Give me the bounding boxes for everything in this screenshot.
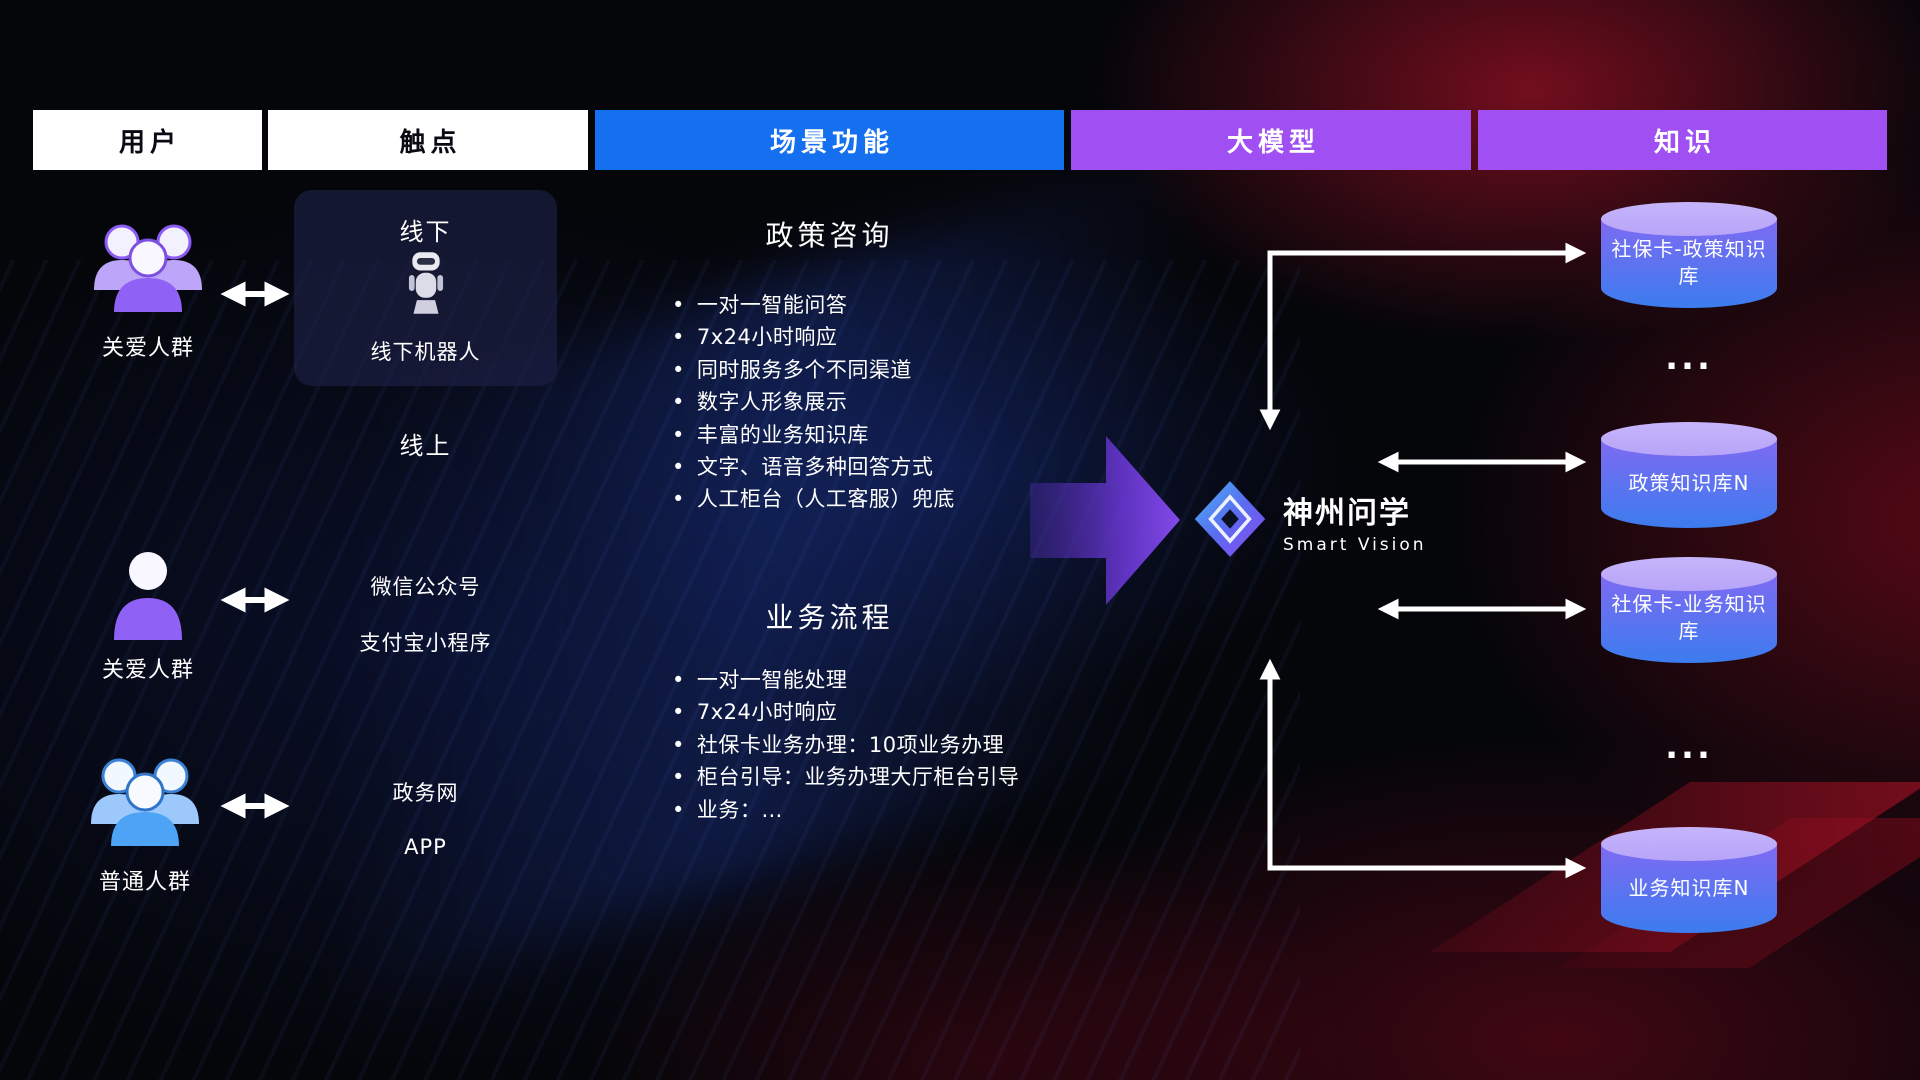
model-kb4-elbow-arrow [1259,658,1587,879]
cylinder-top [1601,202,1777,236]
bullet-item: 业务：… [672,794,1019,826]
logo-diamond-icon [1193,479,1267,563]
knowledge-base-business-ssc: 社保卡-业务知识库 [1601,557,1777,663]
bullet-item: 一对一智能问答 [672,289,955,321]
knowledge-base-label: 社保卡-政策知识库 [1611,237,1767,288]
column-header-knowledge: 知识 [1478,110,1887,170]
people-group-purple-icon [68,216,228,312]
touchpoint-wechat: 微信公众号 [370,575,481,599]
user-group-label: 关爱人群 [101,336,194,361]
robot-icon [403,250,449,320]
model-kb1-elbow-arrow [1259,242,1587,431]
knowledge-base-label: 社保卡-业务知识库 [1611,592,1767,643]
bullet-item: 7x24小时响应 [672,321,955,353]
online-title: 线上 [399,432,452,460]
user-group-care-2: 关爱人群 [68,548,228,684]
offline-title: 线下 [399,218,452,246]
bullet-item: 人工柜台（人工客服）兜底 [672,483,955,515]
flow-arrow-icon [1030,436,1180,605]
large-model-logo: 神州问学 Smart Vision [1193,479,1427,563]
user-group-label: 关爱人群 [101,658,194,683]
people-group-blue-icon [65,750,225,846]
ellipsis-more-business: ... [1665,727,1713,767]
bullet-item: 文字、语音多种回答方式 [672,451,955,483]
bullet-item: 7x24小时响应 [672,696,1019,728]
knowledge-base-policy-n: 政策知识库N [1601,422,1777,528]
column-header-touchpoints: 触点 [268,110,588,170]
offline-touchpoint-card: 线下 线下机器人 [294,190,557,386]
bullet-item: 社保卡业务办理：10项业务办理 [672,729,1019,761]
knowledge-base-policy-ssc: 社保卡-政策知识库 [1601,202,1777,308]
knowledge-base-business-n: 业务知识库N [1601,827,1777,933]
person-purple-icon [68,548,228,640]
logo-text: 神州问学 Smart Vision [1283,488,1427,555]
bullet-item: 数字人形象展示 [672,386,955,418]
cylinder-top [1601,557,1777,591]
column-header-scene-functions: 场景功能 [595,110,1064,170]
touchpoint-gov-web: 政务网 [392,781,459,805]
bullet-item: 同时服务多个不同渠道 [672,354,955,386]
ellipsis-more-policy: ... [1665,338,1713,378]
bullet-item: 一对一智能处理 [672,664,1019,696]
scene-business-bullet-list: 一对一智能处理 7x24小时响应 社保卡业务办理：10项业务办理 柜台引导：业务… [672,664,1019,826]
scene-title-business-process: 业务流程 [765,601,894,634]
knowledge-base-label: 业务知识库N [1628,875,1750,900]
model-name: 神州问学 [1283,495,1411,531]
user-group-ordinary: 普通人群 [65,750,225,896]
model-subtitle: Smart Vision [1283,534,1427,555]
knowledge-base-label: 政策知识库N [1628,470,1750,495]
column-header-users: 用户 [33,110,262,170]
offline-robot-label: 线下机器人 [370,340,481,364]
column-header-large-model: 大模型 [1071,110,1471,170]
scene-title-policy-consult: 政策咨询 [765,219,894,252]
bullet-item: 丰富的业务知识库 [672,419,955,451]
touchpoint-alipay: 支付宝小程序 [359,631,492,655]
cylinder-top [1601,422,1777,456]
touchpoint-app: APP [404,835,447,859]
scene-policy-bullet-list: 一对一智能问答 7x24小时响应 同时服务多个不同渠道 数字人形象展示 丰富的业… [672,289,955,516]
bullet-item: 柜台引导：业务办理大厅柜台引导 [672,761,1019,793]
user-group-label: 普通人群 [98,870,191,895]
user-group-care-1: 关爱人群 [68,216,228,362]
